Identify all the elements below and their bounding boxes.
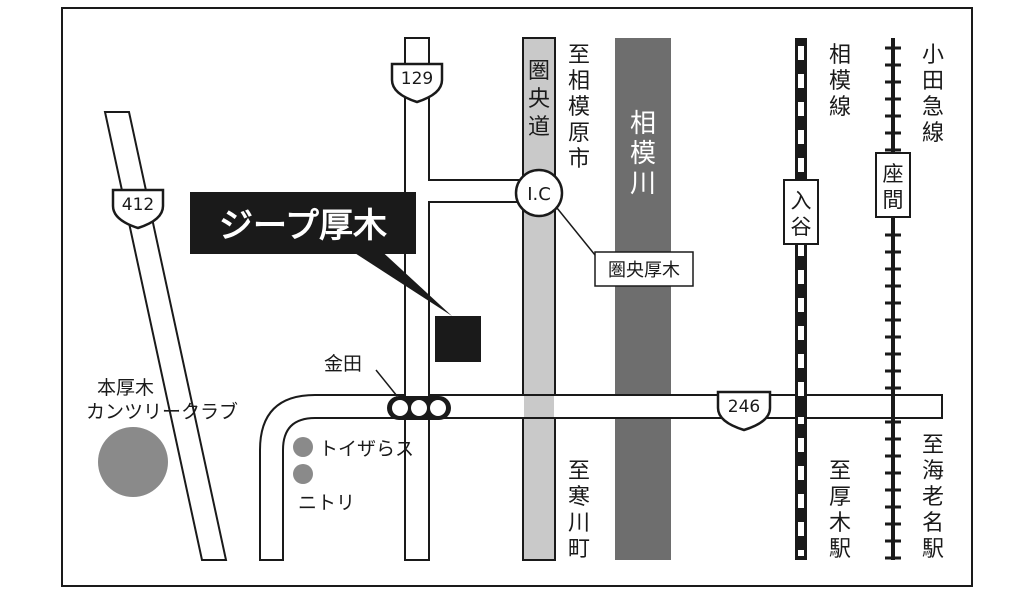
svg-text:412: 412 — [122, 195, 154, 215]
route-shield-246: 246 — [716, 390, 772, 432]
svg-text:圏: 圏 — [528, 59, 550, 84]
svg-text:至: 至 — [829, 459, 851, 484]
odakyu-railway — [885, 38, 901, 560]
svg-text:相: 相 — [630, 109, 656, 139]
country-club-label: 本厚木 カンツリークラブ — [86, 377, 238, 423]
traffic-signal — [387, 396, 451, 420]
toysrus-label: トイザらス — [319, 438, 414, 460]
kaneda-leader — [375, 369, 398, 397]
nitori-label: ニトリ — [298, 492, 355, 514]
svg-text:急: 急 — [922, 95, 944, 120]
svg-text:老: 老 — [922, 485, 944, 510]
svg-text:川: 川 — [568, 511, 590, 536]
svg-text:相: 相 — [568, 69, 590, 94]
svg-text:至: 至 — [568, 43, 590, 68]
svg-text:カンツリークラブ: カンツリークラブ — [86, 400, 238, 423]
ic-connector-road — [428, 179, 526, 203]
svg-text:至: 至 — [922, 433, 944, 458]
sagami-line-label: 相 模 線 — [829, 43, 851, 120]
svg-text:駅: 駅 — [922, 537, 944, 562]
to-samukawa-label: 至 寒 川 町 — [568, 459, 590, 562]
to-atsugi-station-label: 至 厚 木 駅 — [829, 459, 851, 562]
svg-text:海: 海 — [922, 459, 944, 484]
svg-text:座: 座 — [883, 162, 904, 186]
ic-name-leader — [556, 207, 596, 256]
ic-name-box: 圏央厚木 — [594, 251, 694, 287]
sagami-river — [615, 38, 671, 560]
svg-text:田: 田 — [922, 69, 944, 94]
svg-text:道: 道 — [528, 115, 550, 140]
svg-text:厚: 厚 — [829, 485, 851, 510]
svg-text:246: 246 — [728, 397, 760, 417]
kaneda-label: 金田 — [324, 353, 362, 375]
svg-text:木: 木 — [829, 511, 851, 536]
road-246 — [259, 394, 943, 561]
svg-text:間: 間 — [883, 188, 904, 212]
svg-text:小: 小 — [922, 43, 944, 68]
svg-text:原: 原 — [568, 121, 590, 146]
station-zama: 座 間 — [875, 152, 911, 218]
map-frame — [61, 7, 973, 587]
odakyu-line-label: 小 田 急 線 — [922, 43, 944, 146]
jeep-atsugi-callout: ジープ厚木 — [190, 192, 452, 316]
country-club-marker — [98, 427, 168, 497]
road-129-south — [404, 417, 430, 561]
to-sagamihara-label: 至 相 模 原 市 — [568, 43, 590, 172]
station-iriya: 入 谷 — [783, 179, 819, 245]
svg-text:線: 線 — [922, 121, 944, 146]
svg-text:至: 至 — [568, 459, 590, 484]
toysrus-marker — [293, 437, 313, 457]
expressway-over-246 — [524, 396, 554, 417]
svg-text:央: 央 — [528, 87, 550, 112]
route-shield-412: 412 — [111, 188, 165, 230]
svg-text:模: 模 — [568, 95, 590, 120]
river-label: 相 模 川 — [630, 109, 656, 199]
svg-text:本厚木: 本厚木 — [97, 377, 154, 399]
nitori-marker — [293, 464, 313, 484]
svg-text:名: 名 — [922, 511, 944, 536]
jeep-atsugi-location — [435, 316, 481, 362]
svg-text:町: 町 — [568, 537, 590, 562]
svg-text:線: 線 — [829, 95, 851, 120]
expressway-label: 圏 央 道 — [528, 59, 550, 140]
svg-text:駅: 駅 — [829, 537, 851, 562]
svg-text:入: 入 — [791, 189, 812, 213]
interchange-marker: I.C — [514, 168, 564, 218]
svg-text:市: 市 — [568, 147, 590, 172]
svg-text:129: 129 — [401, 69, 433, 89]
svg-text:模: 模 — [829, 69, 851, 94]
svg-text:圏央厚木: 圏央厚木 — [608, 260, 680, 281]
svg-text:ジープ厚木: ジープ厚木 — [219, 206, 387, 246]
connector-fill — [426, 181, 432, 201]
svg-text:川: 川 — [630, 169, 656, 199]
svg-text:I.C: I.C — [527, 184, 551, 205]
svg-text:寒: 寒 — [568, 485, 590, 510]
to-ebina-station-label: 至 海 老 名 駅 — [922, 433, 944, 562]
svg-text:相: 相 — [829, 43, 851, 68]
route-shield-129: 129 — [390, 62, 444, 104]
svg-text:谷: 谷 — [791, 215, 812, 239]
svg-text:模: 模 — [630, 139, 656, 169]
expressway-kenodo — [522, 37, 556, 561]
